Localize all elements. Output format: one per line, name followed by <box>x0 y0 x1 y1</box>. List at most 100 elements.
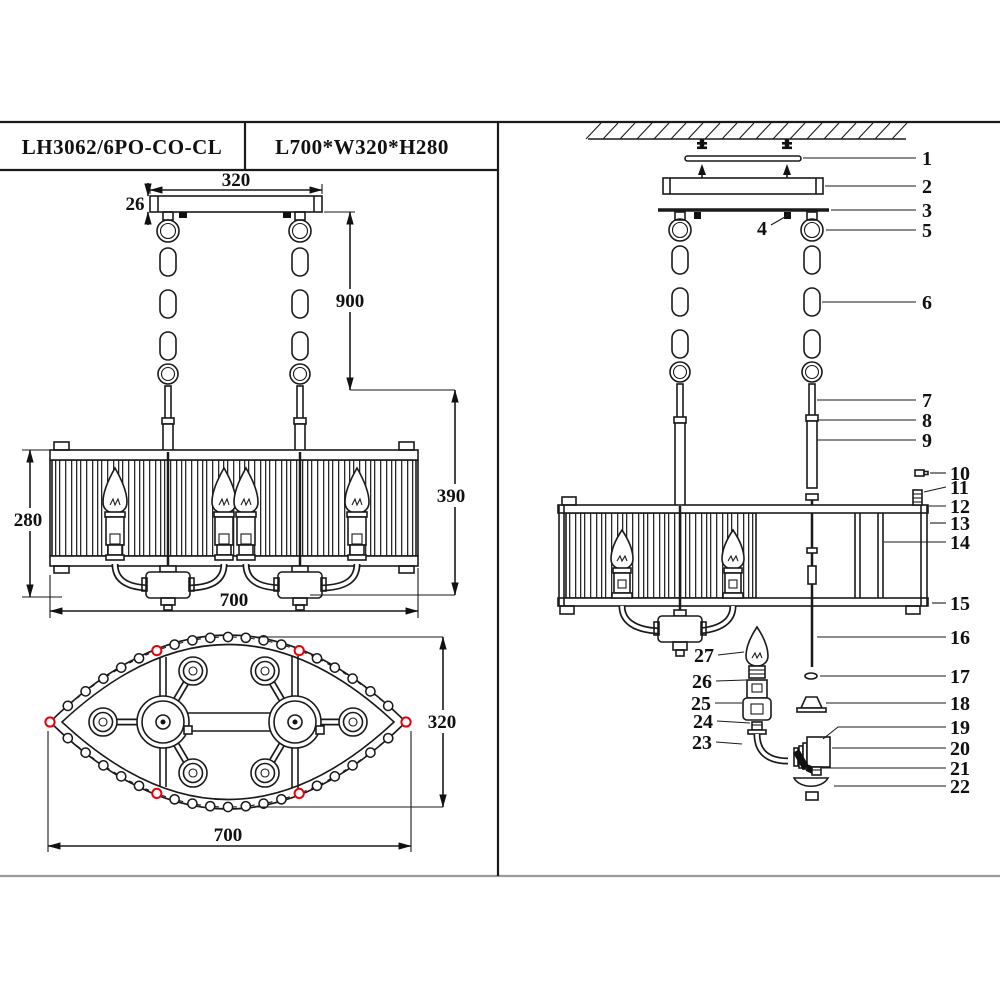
svg-text:6: 6 <box>922 292 932 314</box>
callout-9: 9 <box>817 430 932 452</box>
dim-shade-height: 280 <box>14 510 43 531</box>
callout-3: 3 <box>831 200 932 222</box>
top-dimensions: 320 700 <box>47 636 462 852</box>
crystal-bead <box>347 673 358 684</box>
crystal-bead <box>240 632 252 644</box>
ceiling <box>585 122 908 150</box>
crystal-bead <box>133 780 145 792</box>
callout-23: 23 <box>692 732 743 754</box>
svg-text:19: 19 <box>950 717 970 739</box>
callout-7: 7 <box>817 390 932 412</box>
crystal-bead <box>115 662 127 673</box>
red-marker-bead <box>400 716 412 728</box>
callout-26: 26 <box>692 671 747 693</box>
crystal-bead <box>329 662 341 673</box>
crystal-bead <box>187 798 198 809</box>
hub-assembly <box>792 469 929 801</box>
svg-text:10: 10 <box>950 463 970 485</box>
crystal-bead <box>62 732 74 744</box>
dim-canopy-width: 320 <box>222 170 251 191</box>
title-block: LH3062/6PO-CO-CL L700*W320*H280 <box>22 135 449 159</box>
svg-text:25: 25 <box>691 693 711 715</box>
callout-14: 14 <box>884 532 970 554</box>
front-chains <box>156 211 312 453</box>
exploded-view: 1 2 3 4 5 6 7 8 9 10 11 12 13 14 15 16 1… <box>557 122 970 801</box>
callout-24: 24 <box>693 711 751 733</box>
crystal-bead <box>311 780 323 792</box>
red-marker-bead <box>293 645 305 657</box>
crystal-bead <box>204 632 216 644</box>
svg-text:3: 3 <box>922 200 932 222</box>
svg-text:16: 16 <box>950 627 970 649</box>
crystal-bead <box>222 801 234 813</box>
callout-18: 18 <box>826 693 970 715</box>
crystal-bead <box>80 686 91 697</box>
callout-1: 1 <box>803 148 932 170</box>
svg-text:5: 5 <box>922 220 932 242</box>
svg-text:8: 8 <box>922 410 932 432</box>
svg-text:1: 1 <box>922 148 932 170</box>
crystal-bead <box>311 652 323 664</box>
overall-dimensions: L700*W320*H280 <box>275 135 449 159</box>
svg-text:2: 2 <box>922 176 932 198</box>
svg-text:11: 11 <box>950 477 969 499</box>
crystal-bead <box>80 747 91 758</box>
svg-text:18: 18 <box>950 693 970 715</box>
callout-17: 17 <box>820 666 970 688</box>
callouts: 1 2 3 4 5 6 7 8 9 10 11 12 13 14 15 16 1… <box>691 148 970 798</box>
callout-22: 22 <box>834 776 970 798</box>
callout-4: 4 <box>757 213 791 240</box>
callout-12: 12 <box>929 496 970 518</box>
crystal-bead <box>365 686 376 697</box>
callout-2: 2 <box>825 176 932 198</box>
dim-top-width: 320 <box>428 712 457 733</box>
svg-text:23: 23 <box>692 732 712 754</box>
callout-20: 20 <box>832 738 970 760</box>
crystal-bead <box>382 700 394 712</box>
svg-text:9: 9 <box>922 430 932 452</box>
front-view: 320 26 900 390 280 700 <box>9 170 470 618</box>
front-arms-hubs <box>111 563 361 611</box>
crystal-bead <box>133 652 145 664</box>
svg-text:13: 13 <box>950 513 970 535</box>
front-canopy <box>149 195 323 218</box>
svg-text:20: 20 <box>950 738 970 760</box>
crystal-bead <box>98 760 109 771</box>
svg-text:17: 17 <box>950 666 970 688</box>
crystal-bead <box>276 639 287 650</box>
crystal-bead <box>222 631 234 643</box>
exploded-stems <box>673 383 819 585</box>
svg-text:14: 14 <box>950 532 970 554</box>
dim-lower-height: 390 <box>437 486 466 507</box>
crystal-bead <box>258 798 269 809</box>
callout-8: 8 <box>817 410 932 432</box>
svg-text:26: 26 <box>692 671 712 693</box>
dim-top-length: 700 <box>214 825 243 846</box>
front-dimensions: 320 26 900 390 280 700 <box>9 170 470 618</box>
dim-suspension-height: 900 <box>336 291 365 312</box>
red-marker-bead <box>151 787 163 800</box>
dim-shade-length: 700 <box>220 590 249 611</box>
svg-text:12: 12 <box>950 496 970 518</box>
expansion-bolt <box>782 139 792 150</box>
exploded-canopy <box>662 177 824 195</box>
crystal-bead <box>258 635 269 646</box>
crystal-bead-ring <box>44 631 412 813</box>
callout-21: 21 <box>822 758 970 780</box>
border-frame <box>0 120 1000 878</box>
callout-13: 13 <box>930 513 970 535</box>
top-sockets <box>88 656 368 788</box>
svg-text:4: 4 <box>757 218 767 240</box>
dim-canopy-height: 26 <box>126 194 145 215</box>
callout-25: 25 <box>691 693 742 715</box>
crystal-bead <box>382 732 394 744</box>
crystal-bead <box>329 771 341 782</box>
crystal-bead <box>365 747 376 758</box>
crystal-bead <box>62 700 74 712</box>
crystal-bead <box>204 800 216 812</box>
svg-text:24: 24 <box>693 711 713 733</box>
expansion-bolt <box>697 139 707 150</box>
svg-text:7: 7 <box>922 390 932 412</box>
